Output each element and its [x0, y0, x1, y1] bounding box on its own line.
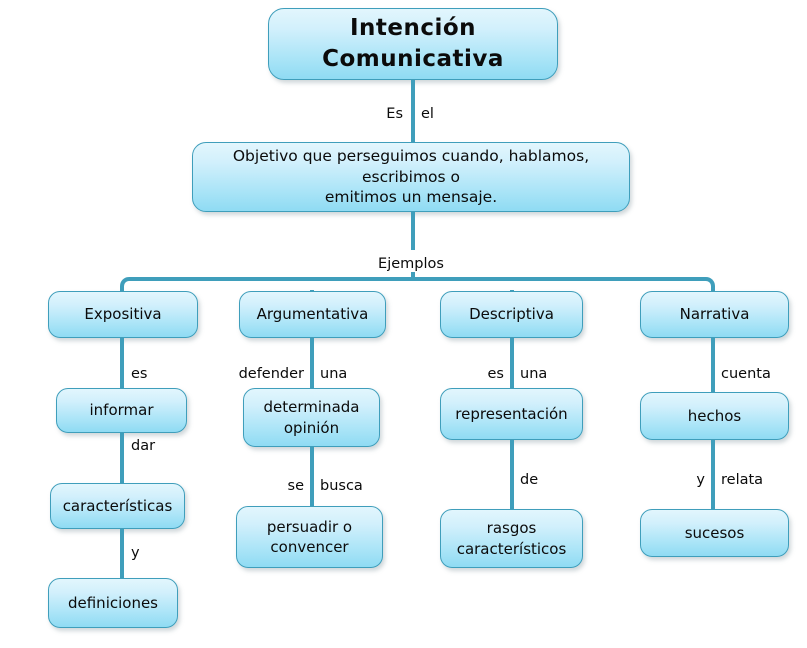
node-representacion[interactable]: representación — [440, 388, 583, 440]
node-persuadir-convencer[interactable]: persuadir o convencer — [236, 506, 383, 568]
edge-label-narrativa-2-right: relata — [721, 472, 764, 488]
node-representacion-label: representación — [455, 404, 568, 423]
node-persuadir-convencer-label: persuadir o convencer — [266, 517, 353, 556]
node-category-argumentativa[interactable]: Argumentativa — [239, 291, 386, 338]
node-category-descriptiva-label: Descriptiva — [469, 305, 554, 324]
edge-label-root-left: Es — [386, 106, 403, 122]
edge-label-narrativa-1: cuenta — [721, 366, 771, 382]
connector-opinion-to-persuadir — [310, 447, 314, 509]
node-determinada-opinion[interactable]: determinada opinión — [243, 388, 380, 447]
node-category-narrativa[interactable]: Narrativa — [640, 291, 789, 338]
edge-label-descriptiva-1-left: es — [487, 366, 504, 382]
node-definition-label: Objetivo que perseguimos cuando, hablamo… — [232, 146, 590, 207]
edge-label-argumentativa-1-left: defender — [238, 366, 304, 382]
connector-caracteristicas-to-definiciones — [120, 529, 124, 579]
edge-label-argumentativa-1-right: una — [320, 366, 348, 382]
edge-label-root-right: el — [421, 106, 434, 122]
connector-distributor-bar — [120, 277, 715, 293]
node-category-expositiva[interactable]: Expositiva — [48, 291, 198, 338]
connector-hechos-to-sucesos — [711, 440, 715, 509]
node-category-expositiva-label: Expositiva — [84, 305, 162, 324]
edge-label-narrativa-2-left: y — [696, 472, 705, 488]
edge-label-descriptiva-2: de — [520, 472, 539, 488]
node-category-argumentativa-label: Argumentativa — [256, 305, 369, 324]
node-definiciones[interactable]: definiciones — [48, 578, 178, 628]
connector-informar-to-caracteristicas — [120, 433, 124, 483]
node-root[interactable]: Intención Comunicativa — [268, 8, 558, 80]
edge-label-argumentativa-2-right: busca — [320, 478, 363, 494]
node-category-narrativa-label: Narrativa — [679, 305, 750, 324]
node-informar-label: informar — [89, 401, 154, 420]
node-definition[interactable]: Objetivo que perseguimos cuando, hablamo… — [192, 142, 630, 212]
node-rasgos-caracteristicos[interactable]: rasgos característicos — [440, 509, 583, 568]
node-determinada-opinion-label: determinada opinión — [263, 398, 360, 437]
node-hechos-label: hechos — [687, 406, 742, 425]
node-category-descriptiva[interactable]: Descriptiva — [440, 291, 583, 338]
edge-label-argumentativa-2-left: se — [287, 478, 304, 494]
node-informar[interactable]: informar — [56, 388, 187, 433]
edge-label-expositiva-2: dar — [131, 438, 156, 454]
connector-narrativa-to-hechos — [711, 338, 715, 392]
node-definiciones-label: definiciones — [67, 593, 158, 612]
connector-examples-to-bar — [411, 272, 415, 280]
node-hechos[interactable]: hechos — [640, 392, 789, 440]
node-sucesos-label: sucesos — [684, 523, 745, 542]
node-sucesos[interactable]: sucesos — [640, 509, 789, 557]
node-caracteristicas[interactable]: características — [50, 483, 185, 529]
connector-definition-to-examples — [411, 212, 415, 250]
connector-representacion-to-rasgos — [510, 440, 514, 509]
edge-label-expositiva-1: es — [131, 366, 148, 382]
node-caracteristicas-label: características — [62, 496, 173, 515]
node-rasgos-caracteristicos-label: rasgos característicos — [456, 519, 567, 558]
edge-label-examples: Ejemplos — [378, 256, 444, 272]
edge-label-descriptiva-1-right: una — [520, 366, 548, 382]
connector-argumentativa-to-opinion — [310, 338, 314, 388]
node-root-label: Intención Comunicativa — [322, 14, 504, 72]
connector-root-to-definition — [411, 80, 415, 142]
connector-expositiva-to-informar — [120, 338, 124, 388]
edge-label-expositiva-3: y — [131, 545, 140, 561]
connector-descriptiva-to-representacion — [510, 338, 514, 388]
